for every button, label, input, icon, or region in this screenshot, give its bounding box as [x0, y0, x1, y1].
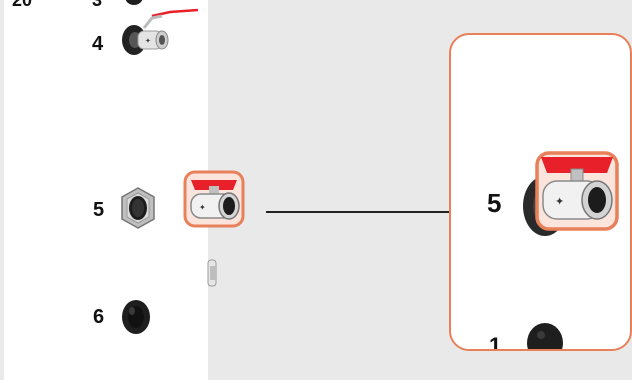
rubber-cap-icon	[122, 300, 150, 334]
label-row-4: 4	[92, 33, 104, 55]
zoom-label-cut: 1	[489, 333, 502, 351]
leader-line	[266, 211, 449, 213]
svg-text:✦: ✦	[145, 37, 151, 45]
parts-panel	[4, 0, 208, 380]
label-row-5: 5	[93, 199, 105, 221]
fitting-fragment-icon	[207, 259, 217, 287]
valve-handle-icon	[151, 8, 199, 18]
svg-text:✦: ✦	[555, 196, 564, 208]
label-row-6: 6	[93, 306, 105, 328]
label-top-cut-mid: 3	[92, 0, 103, 10]
ball-valve-icon[interactable]: ✦	[183, 170, 245, 228]
ball-valve-icon[interactable]: ✦	[535, 151, 619, 231]
zoom-label-row-5: 5	[487, 188, 502, 218]
label-top-cut-left: 20	[12, 0, 33, 10]
zoom-callout: 5 ✦ 1	[449, 33, 632, 351]
rubber-cap-icon	[125, 0, 143, 5]
svg-text:✦: ✦	[199, 203, 206, 212]
hex-nut-fitting-icon	[121, 187, 155, 229]
rubber-cap-icon	[527, 323, 563, 349]
ball-valve-icon: ✦	[122, 14, 169, 55]
